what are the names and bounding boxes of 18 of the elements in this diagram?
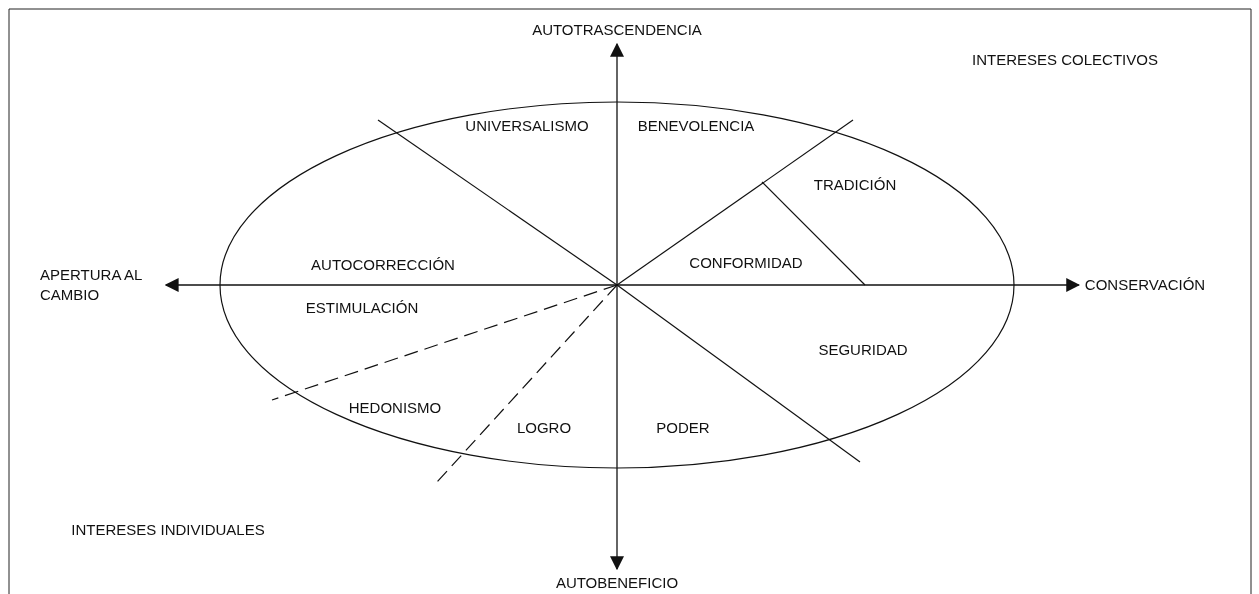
group-label: INTERESES COLECTIVOS <box>972 50 1158 70</box>
segment-label: LOGRO <box>516 418 572 438</box>
axis-label: APERTURA AL CAMBIO <box>40 264 143 305</box>
segment-label: BENEVOLENCIA <box>637 116 755 136</box>
axis-arrow <box>164 278 1081 292</box>
segment-label: SEGURIDAD <box>818 340 908 360</box>
segment-label: UNIVERSALISMO <box>465 116 589 136</box>
group-label: INTERESES INDIVIDUALES <box>71 520 265 540</box>
segment-label: ESTIMULACIÓN <box>305 298 419 318</box>
segment-label: HEDONISMO <box>348 398 442 418</box>
segment-label: AUTOCORRECCIÓN <box>311 255 455 275</box>
segment-label: TRADICIÓN <box>813 175 897 195</box>
axis-label: CONSERVACIÓN <box>1084 274 1206 295</box>
axis-label: AUTOBENEFICIO <box>555 572 679 593</box>
axis-label: AUTOTRASCENDENCIA <box>532 19 702 40</box>
segment-label: PODER <box>656 418 710 438</box>
axis-arrow <box>610 42 624 571</box>
segment-label: CONFORMIDAD <box>689 253 803 273</box>
